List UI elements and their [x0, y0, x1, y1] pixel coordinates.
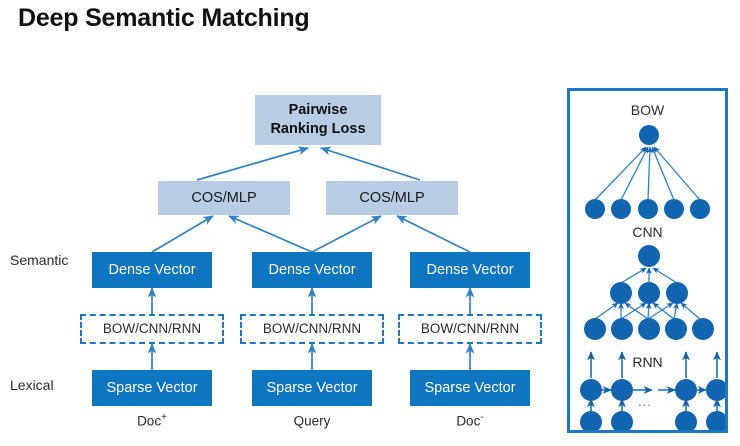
encoder-query: BOW/CNN/RNN: [240, 314, 384, 344]
column-caption-doc-neg: Doc-: [410, 412, 530, 429]
cnn-edges-upper: [620, 267, 678, 284]
cnn-edges-lower: [594, 302, 701, 320]
network-diagrams-svg: [580, 125, 725, 430]
sparse-vector-doc-pos: Sparse Vector: [92, 370, 212, 406]
column-caption-doc-neg-sup: -: [480, 412, 484, 423]
sparse-vector-doc-neg: Sparse Vector: [410, 370, 530, 406]
column-caption-query-text: Query: [293, 413, 331, 429]
cnn-network-title: CNN: [632, 224, 663, 240]
dense-vector-doc-pos: Dense Vector: [92, 252, 212, 288]
cnn-nodes: [584, 245, 714, 340]
bow-edges: [594, 146, 701, 201]
column-caption-doc-pos-text: Doc: [137, 413, 162, 429]
cos-mlp-box-left: COS/MLP: [158, 181, 290, 215]
column-caption-doc-pos: Doc+: [92, 412, 212, 429]
axis-label-semantic: Semantic: [10, 252, 69, 268]
bow-network-title: BOW: [630, 102, 665, 118]
rnn-ellipsis: ...: [638, 394, 652, 409]
dense-vector-query: Dense Vector: [252, 252, 372, 288]
encoder-doc-neg: BOW/CNN/RNN: [398, 314, 542, 344]
encoder-doc-pos: BOW/CNN/RNN: [80, 314, 224, 344]
rnn-edges: [587, 351, 721, 411]
bow-nodes: [585, 125, 710, 219]
page-title: Deep Semantic Matching: [18, 4, 310, 32]
column-caption-doc-neg-text: Doc: [456, 413, 481, 429]
encoder-architectures-panel: BOW CNN RNN ...: [567, 88, 728, 433]
column-caption-query: Query: [252, 412, 372, 429]
pairwise-ranking-loss-box: Pairwise Ranking Loss: [255, 95, 381, 145]
loss-line-2: Ranking Loss: [270, 121, 366, 137]
cos-mlp-box-right: COS/MLP: [326, 181, 458, 215]
dense-vector-doc-neg: Dense Vector: [410, 252, 530, 288]
rnn-nodes: [580, 379, 725, 430]
column-caption-doc-pos-sup: +: [161, 412, 167, 423]
sparse-vector-query: Sparse Vector: [252, 370, 372, 406]
loss-line-1: Pairwise: [288, 102, 348, 119]
axis-label-lexical: Lexical: [10, 377, 54, 393]
rnn-network-title: RNN: [632, 354, 663, 370]
